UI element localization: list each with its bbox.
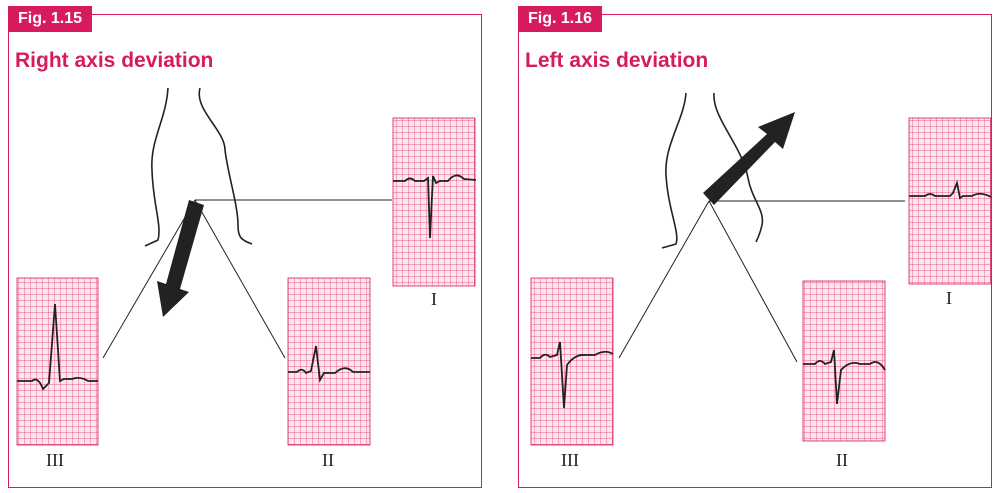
ecg-trace-lead-iii [531,341,614,409]
figure-title: Left axis deviation [525,49,709,72]
axis-arrow [157,200,204,317]
ecg-strip-lead-iii [16,277,99,446]
ecg-strip-lead-i [392,117,476,287]
figure-panel-right-axis: Fig. 1.15 Right axis deviation [8,6,482,488]
body-outline [661,92,764,249]
figure-title: Right axis deviation [15,49,214,72]
lead-label-ii: II [836,450,848,470]
ecg-trace-lead-i [393,174,477,239]
lead-label-iii: III [46,450,64,470]
ecg-strip-lead-iii [530,277,614,446]
lead-label-i: I [431,289,437,309]
ecg-trace-lead-iii [17,303,98,391]
axis-arrow [703,112,795,205]
figure-tag: Fig. 1.15 [8,6,93,32]
ecg-trace-lead-i [909,179,992,200]
lead-lines [618,200,905,363]
lead-label-iii: III [561,450,579,470]
lead-label-ii: II [322,450,334,470]
ecg-strip-lead-i [908,117,992,285]
ecg-trace-lead-ii [803,349,886,405]
body-outline [144,87,253,247]
lead-lines [102,199,392,359]
figure-tag: Fig. 1.16 [518,6,603,32]
ecg-trace-lead-ii [288,345,370,383]
ecg-strip-lead-ii [287,277,371,446]
figure-panel-left-axis: Fig. 1.16 Left axis deviation [518,6,992,488]
lead-label-i: I [946,288,952,308]
ecg-strip-lead-ii [802,280,886,442]
